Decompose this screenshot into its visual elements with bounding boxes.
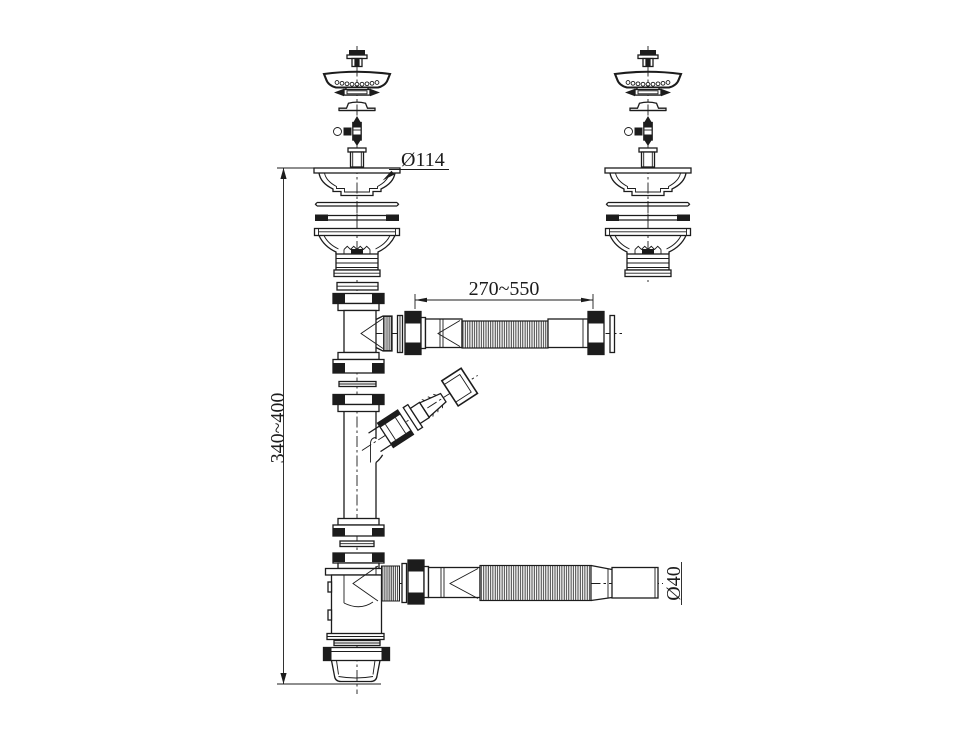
label-hose-length-range: 270~550 xyxy=(469,278,540,300)
label-flange-diameter: Ø114 xyxy=(401,149,445,171)
trap-top-washer xyxy=(339,540,375,548)
dimension-height: 340~400 xyxy=(267,167,381,685)
top-flexible-hose xyxy=(404,310,605,356)
barbed-connector xyxy=(402,392,447,432)
overflow-elbow xyxy=(368,409,415,453)
branch-ring-gasket-top xyxy=(396,314,404,354)
bottom-flexible-hose xyxy=(407,559,659,605)
overflow-branch-set xyxy=(361,367,479,453)
dimension-hose-length: 270~550 xyxy=(414,278,594,309)
label-height-range: 340~400 xyxy=(267,393,289,464)
drain-cup xyxy=(322,646,391,683)
label-outlet-diameter: Ø40 xyxy=(663,566,685,600)
trap-bottom-gasket xyxy=(333,639,381,647)
branch-ring-gasket-bottom xyxy=(401,562,408,604)
locknut xyxy=(336,281,379,291)
elbow-cap xyxy=(440,367,479,408)
hose-end-washer xyxy=(609,314,616,354)
pipe-top-washer xyxy=(338,380,377,388)
standpipe xyxy=(332,393,385,537)
leader-flange-diameter: Ø114 xyxy=(382,149,449,181)
tee-pipe xyxy=(332,292,393,374)
bottle-trap xyxy=(324,552,400,641)
dimension-outlet-diameter: Ø40 xyxy=(663,562,685,605)
